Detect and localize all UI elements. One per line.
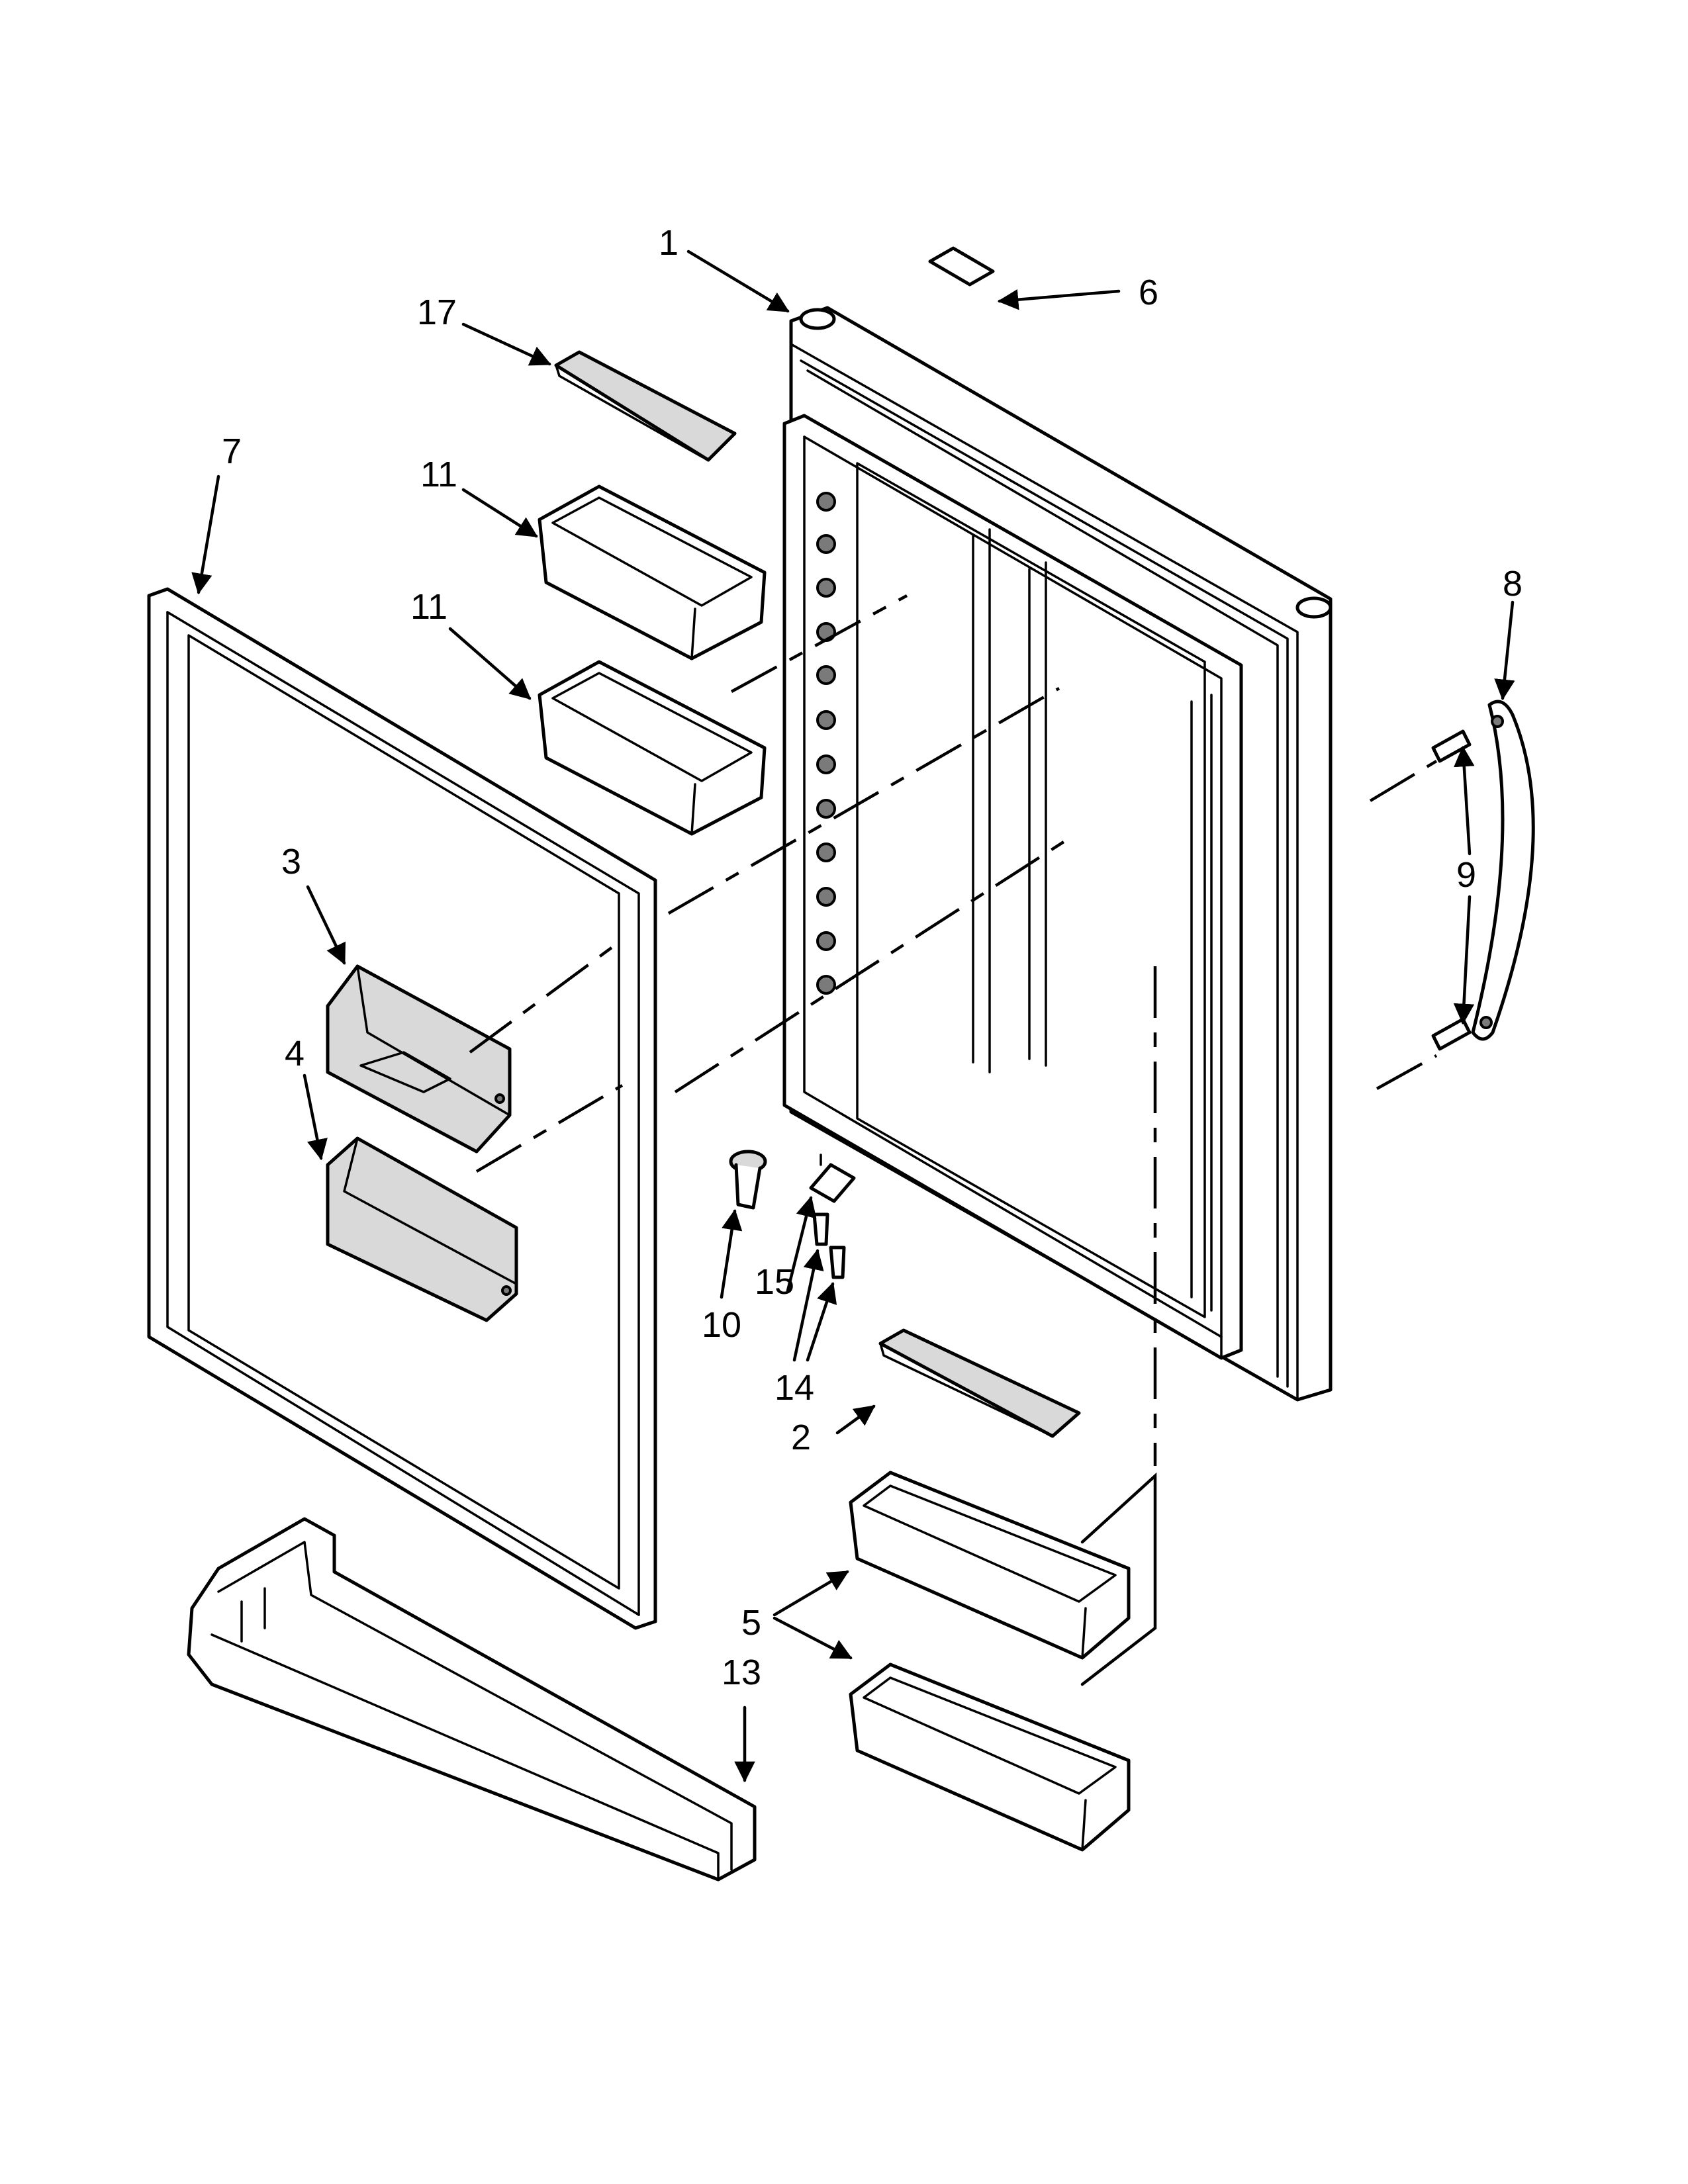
callout-17: 17 <box>417 293 457 332</box>
inner-door-liner <box>782 306 1333 1402</box>
callout-3: 3 <box>281 842 301 882</box>
door-bin-upper <box>538 484 767 660</box>
callout-labels: 1 6 17 11 11 7 8 9 3 4 10 15 14 2 5 13 <box>222 223 1523 1692</box>
callout-8: 8 <box>1503 564 1523 604</box>
callout-4: 4 <box>285 1034 305 1073</box>
callout-7: 7 <box>222 432 242 471</box>
callout-5: 5 <box>741 1603 761 1643</box>
lower-shelf-cover <box>878 1328 1081 1438</box>
callout-15: 15 <box>755 1262 794 1302</box>
bottom-door-bin <box>187 1517 757 1882</box>
callout-14: 14 <box>774 1368 814 1408</box>
callout-2: 2 <box>791 1418 811 1457</box>
callout-6: 6 <box>1139 273 1158 312</box>
dairy-compartment-door <box>326 964 512 1154</box>
callout-9: 9 <box>1456 855 1476 895</box>
shelf-supports <box>816 492 836 995</box>
stop-bracket <box>809 1154 856 1203</box>
label-sticker <box>928 246 995 287</box>
callout-13: 13 <box>722 1653 761 1692</box>
door-bin-5-upper <box>849 1471 1131 1660</box>
callout-11-lower: 11 <box>410 587 447 627</box>
door-bin-lower <box>538 660 767 836</box>
hinge-cam <box>729 1150 767 1210</box>
dairy-compartment-bin <box>326 1136 518 1322</box>
handle-screws <box>1431 729 1472 1051</box>
top-shelf-cover <box>554 350 737 462</box>
callout-11-upper: 11 <box>420 455 457 494</box>
callout-leaders <box>191 250 1515 1783</box>
callout-10: 10 <box>702 1305 741 1345</box>
bracket-screws <box>812 1212 846 1279</box>
assembly-lines <box>469 594 1438 1686</box>
callout-1: 1 <box>659 223 679 263</box>
door-handle <box>1471 700 1535 1041</box>
door-bin-5-lower <box>849 1662 1131 1852</box>
